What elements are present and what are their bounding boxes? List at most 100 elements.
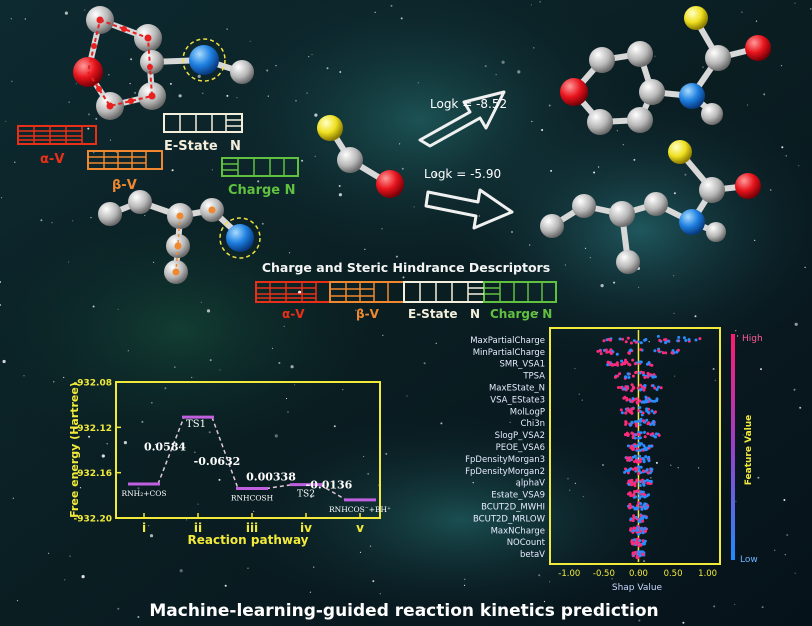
shap-point [636, 432, 640, 436]
star [148, 525, 150, 527]
shap-point [639, 410, 643, 414]
star [650, 477, 652, 479]
product-branched-thiocarbamate [540, 140, 761, 274]
shap-xtick-label: 0.50 [664, 569, 683, 579]
star [178, 94, 182, 98]
star [174, 366, 176, 368]
shap-point [638, 480, 642, 484]
star [48, 552, 50, 554]
star [786, 534, 789, 536]
shap-point [633, 454, 637, 458]
energy-ylabel: Free energy (Hartree) [68, 382, 81, 518]
alpha-v-label: α-V [40, 152, 64, 167]
shap-point [687, 338, 691, 341]
star [219, 369, 221, 371]
shap-feature-label: Chi3n [521, 419, 545, 429]
star [382, 334, 384, 336]
star [423, 607, 426, 610]
shap-point [631, 374, 635, 378]
star [333, 425, 336, 428]
energy-ytick-label: -932.08 [74, 379, 112, 389]
shap-point [628, 491, 632, 495]
star [311, 53, 313, 56]
shap-point [625, 456, 629, 460]
shap-point [684, 339, 688, 342]
shap-point [630, 431, 634, 435]
star [79, 487, 82, 489]
star [224, 584, 227, 587]
star [278, 362, 281, 364]
shap-point [644, 516, 648, 520]
shap-feature-label: alphaV [516, 479, 546, 489]
star [164, 387, 167, 390]
star [117, 607, 120, 610]
star [648, 341, 650, 343]
nitrogen-atom [679, 209, 705, 235]
shap-point [629, 480, 633, 484]
star [314, 113, 318, 117]
shap-point [638, 388, 642, 392]
star [285, 397, 288, 400]
shap-point [637, 419, 641, 423]
star [713, 605, 716, 608]
star [747, 104, 749, 106]
shap-point [639, 490, 643, 494]
carbon-atom [627, 41, 653, 67]
star [10, 18, 12, 20]
star [536, 311, 539, 313]
shap-point [626, 336, 630, 340]
shap-point [637, 472, 641, 476]
shap-point [638, 496, 642, 500]
shap-point [628, 456, 632, 460]
carbon-atom [98, 202, 122, 226]
star [218, 478, 221, 481]
carbon-atom [701, 103, 723, 125]
shap-point [630, 420, 634, 424]
star [69, 555, 71, 557]
star [226, 28, 228, 30]
shap-point [644, 529, 647, 533]
shap-point [653, 375, 657, 379]
energy-state-label: TS1 [186, 419, 206, 430]
star [742, 434, 744, 436]
star [274, 434, 278, 438]
star [597, 610, 599, 613]
barrier-label: 0.0584 [144, 441, 186, 454]
shap-point [641, 519, 645, 523]
star [794, 2, 796, 4]
shap-point [646, 375, 650, 379]
shap-point [676, 339, 680, 343]
shap-point [645, 478, 649, 482]
panel-n-label: N [470, 307, 480, 321]
star [364, 248, 366, 250]
shap-point [637, 436, 641, 440]
shap-point [622, 387, 626, 391]
carbon-atom [140, 50, 164, 74]
shap-point [619, 408, 623, 412]
shap-point [620, 411, 624, 415]
panel-alpha-v-label: α-V [282, 307, 305, 321]
shap-point [605, 350, 609, 354]
shap-point [606, 360, 610, 364]
shap-point [618, 337, 622, 341]
n-label: N [230, 139, 241, 154]
shap-point [638, 360, 642, 364]
star [498, 337, 500, 339]
shap-point [642, 542, 646, 546]
panel-estate-label: E-State [408, 307, 458, 321]
shap-point [636, 489, 640, 493]
shap-point [627, 409, 631, 413]
star [141, 420, 144, 423]
shap-point [698, 337, 702, 341]
star [84, 9, 86, 11]
star [95, 117, 98, 120]
nitrogen-atom [226, 224, 254, 252]
shap-point [638, 460, 642, 464]
star [197, 503, 199, 505]
star [108, 74, 110, 76]
logk-top-label: Logk = -8.52 [430, 97, 507, 111]
shap-point [634, 340, 638, 344]
star [616, 130, 619, 132]
star [677, 467, 679, 469]
star [379, 593, 381, 595]
